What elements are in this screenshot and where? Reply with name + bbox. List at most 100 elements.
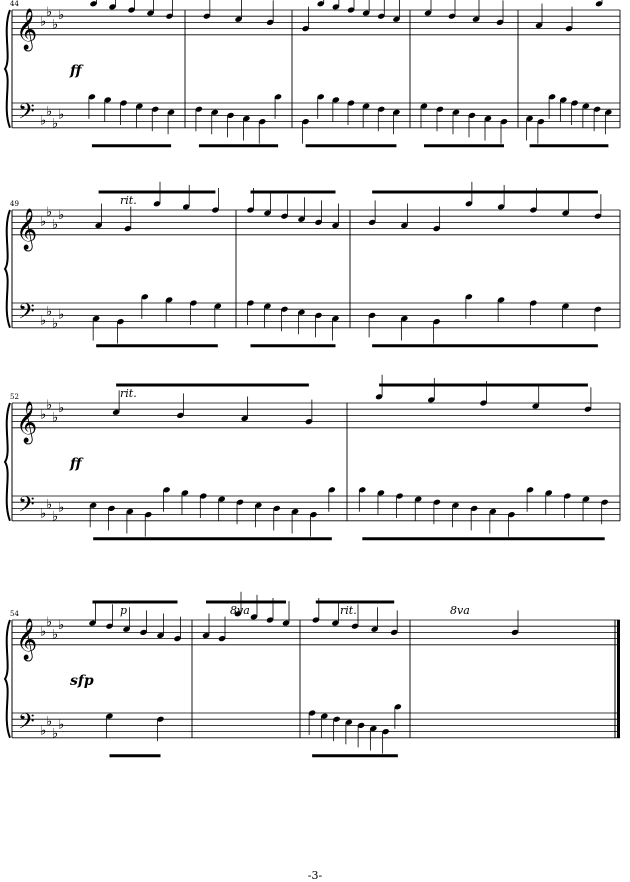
bass-note xyxy=(497,297,505,303)
bass-note xyxy=(195,106,203,112)
bass-note xyxy=(571,100,578,106)
bass-note xyxy=(157,716,164,722)
bass-note xyxy=(89,502,97,508)
treble-note xyxy=(362,10,370,16)
treble-note xyxy=(448,13,456,19)
page-number: -3- xyxy=(307,869,323,882)
bass-note xyxy=(359,487,366,493)
bass-note xyxy=(470,505,478,512)
bass-note xyxy=(345,719,353,725)
treble-note xyxy=(281,213,288,219)
key-signature-flat: ♭ xyxy=(52,628,58,643)
bass-note xyxy=(357,722,365,729)
bass-note xyxy=(258,118,266,125)
bass-note xyxy=(362,103,370,109)
brace xyxy=(3,619,11,739)
treble-note xyxy=(212,207,219,213)
bass-note xyxy=(332,315,339,322)
treble-note xyxy=(368,219,376,226)
bass-note xyxy=(117,318,124,325)
treble-clef: 𝄞 xyxy=(16,618,37,661)
key-signature-flat: ♭ xyxy=(58,8,64,23)
bass-note xyxy=(218,496,225,502)
key-signature-flat: ♭ xyxy=(52,218,58,233)
treble-note xyxy=(157,632,164,639)
bass-note xyxy=(548,94,556,100)
bass-note xyxy=(562,303,569,309)
treble-note xyxy=(595,1,603,7)
bass-note xyxy=(484,115,492,122)
treble-clef: 𝄞 xyxy=(16,401,37,444)
bass-note xyxy=(393,109,400,115)
bass-note xyxy=(211,109,219,115)
treble-note xyxy=(182,204,190,210)
key-signature-flat: ♭ xyxy=(52,18,58,33)
bass-note xyxy=(190,300,197,306)
key-signature-flat: ♭ xyxy=(46,5,52,20)
key-signature-flat: ♭ xyxy=(40,14,46,29)
key-signature-flat: ♭ xyxy=(52,317,58,332)
key-signature-flat: ♭ xyxy=(52,727,58,742)
bass-note xyxy=(163,487,170,493)
bass-note xyxy=(436,106,444,112)
bass-note xyxy=(308,710,316,716)
bass-note xyxy=(200,493,207,499)
treble-note xyxy=(147,10,154,16)
treble-note xyxy=(109,4,116,10)
treble-note xyxy=(347,7,355,13)
treble-note xyxy=(565,25,573,32)
key-signature-flat: ♭ xyxy=(46,304,52,319)
treble-note xyxy=(218,635,226,642)
treble-clef: 𝄞 xyxy=(16,208,37,251)
bass-note xyxy=(302,118,309,125)
treble-note xyxy=(203,13,211,19)
annotation-text: p xyxy=(120,604,127,617)
annotation-text: 8va xyxy=(230,604,250,617)
bass-note xyxy=(414,496,422,502)
treble-note xyxy=(433,225,440,232)
brace xyxy=(3,9,11,129)
key-signature-flat: ♭ xyxy=(52,510,58,525)
bass-note xyxy=(508,511,515,518)
treble-note xyxy=(427,397,435,403)
treble-note xyxy=(401,222,408,229)
treble-note xyxy=(511,629,519,636)
bass-note xyxy=(214,303,222,309)
treble-note xyxy=(112,409,120,415)
key-signature-flat: ♭ xyxy=(58,307,64,322)
treble-note xyxy=(128,7,135,13)
bass-note xyxy=(433,499,441,505)
annotation-text: 8va xyxy=(450,604,470,617)
treble-note xyxy=(266,19,274,26)
bass-note xyxy=(537,118,545,125)
key-signature-flat: ♭ xyxy=(40,407,46,422)
key-signature-flat: ♭ xyxy=(40,214,46,229)
dynamic-marking: ff xyxy=(69,456,84,472)
bass-note xyxy=(605,109,612,115)
measure-number: 44 xyxy=(10,0,19,8)
bass-note xyxy=(144,511,152,518)
bass-note xyxy=(88,94,96,100)
bass-note xyxy=(104,97,112,103)
treble-note xyxy=(95,222,102,229)
treble-note xyxy=(298,216,305,222)
key-signature-flat: ♭ xyxy=(40,314,46,329)
treble-note xyxy=(594,213,602,219)
bass-note xyxy=(530,300,537,306)
brace xyxy=(3,209,11,329)
treble-note xyxy=(140,629,147,636)
bass-note xyxy=(368,312,376,319)
bass-note xyxy=(165,297,173,303)
bass-note xyxy=(317,94,325,100)
treble-note xyxy=(393,16,400,22)
treble-note xyxy=(89,620,96,626)
bass-note xyxy=(560,97,567,103)
treble-note xyxy=(332,4,340,10)
bass-note xyxy=(526,115,533,122)
bass-note xyxy=(489,508,497,515)
treble-note xyxy=(123,626,130,632)
key-signature-flat: ♭ xyxy=(58,401,64,416)
